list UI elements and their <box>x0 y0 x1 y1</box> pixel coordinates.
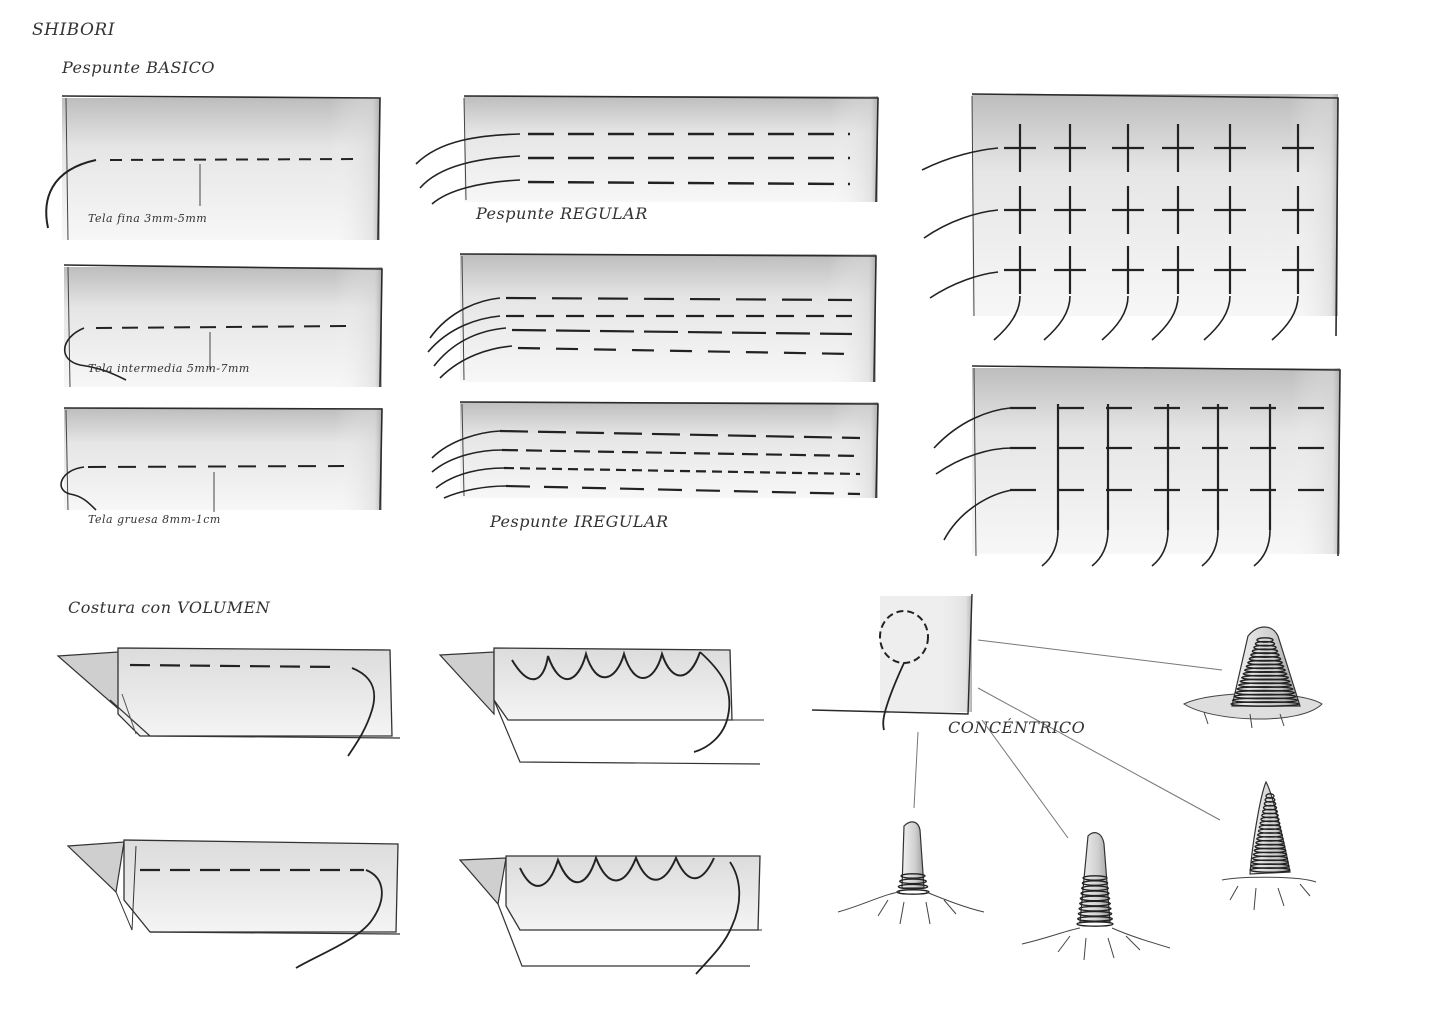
volume-stitch-heading: Costura con VOLUMEN <box>68 598 271 617</box>
irregular-swatch-bottom <box>431 401 879 499</box>
fabric-label-thick: Tela gruesa 8mm-1cm <box>88 513 221 526</box>
cross-stitch-swatch <box>921 93 1339 341</box>
fabric-label-medium: Tela intermedia 5mm-7mm <box>88 362 250 375</box>
basic-swatch-fine <box>45 95 381 241</box>
sheet-title: SHIBORI <box>32 20 115 40</box>
fabric-label-fine: Tela fina 3mm-5mm <box>88 212 208 225</box>
grid-stitch-swatch <box>933 365 1341 567</box>
volume-fold-1 <box>56 647 401 757</box>
cone-small-middle <box>1021 832 1171 961</box>
basic-swatch-thick <box>60 407 383 512</box>
volume-fold-2 <box>438 647 764 765</box>
basic-stitch-heading: Pespunte BASICO <box>62 58 216 77</box>
cone-large <box>1182 626 1323 729</box>
regular-stitch-heading: Pespunte REGULAR <box>476 204 648 223</box>
irregular-stitch-heading: Pespunte IREGULAR <box>490 512 669 531</box>
irregular-swatch-top <box>427 253 877 383</box>
cone-medium-right <box>1221 780 1317 911</box>
volume-fold-4 <box>458 855 762 975</box>
concentric-swatch <box>811 593 1223 839</box>
cone-small-left <box>837 821 985 925</box>
concentric-heading: CONCÉNTRICO <box>948 718 1086 737</box>
basic-swatch-medium <box>63 264 383 388</box>
regular-swatch <box>415 95 879 205</box>
volume-fold-3 <box>66 839 401 969</box>
